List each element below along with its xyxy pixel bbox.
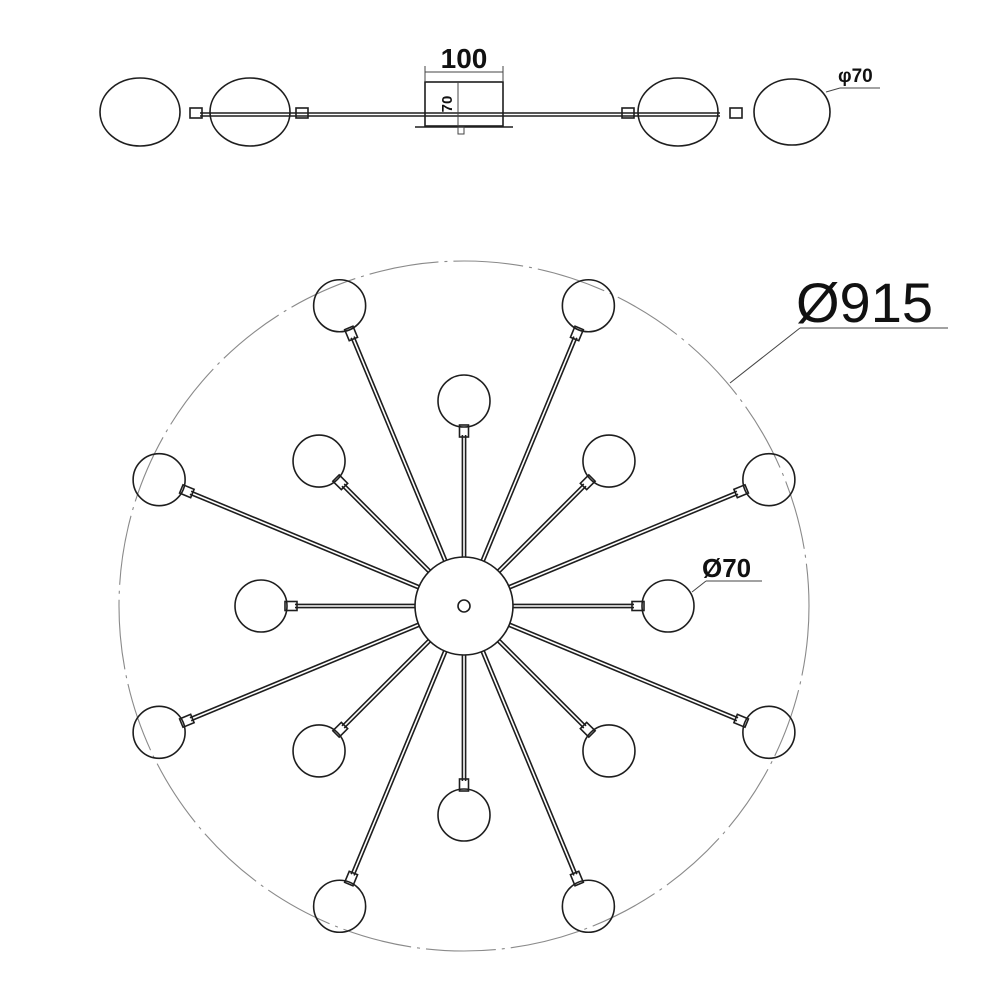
arm-rod-2-a — [483, 337, 578, 562]
globe-13 — [234, 579, 288, 633]
globe-5 — [641, 579, 695, 633]
top-globe-dimension-leader — [691, 580, 707, 593]
side-view-globe-1 — [99, 77, 181, 147]
globe-8 — [561, 879, 616, 934]
overall-diameter-circle — [118, 260, 810, 952]
arm-rod-10-b — [353, 651, 448, 876]
globe-11 — [292, 724, 346, 778]
top-view: Ø915 Ø70 — [118, 260, 948, 952]
arm-rod-7-a — [496, 641, 585, 729]
arm-rod-11-a — [341, 638, 429, 727]
globe-16 — [312, 278, 367, 333]
arm-rod-8-a — [480, 651, 575, 876]
globe-dimension-label: φ70 — [838, 66, 873, 87]
arm-socket-13 — [284, 600, 298, 612]
globe-7 — [582, 724, 636, 778]
arm-socket-6 — [732, 713, 750, 729]
arm-socket-9 — [458, 778, 470, 792]
side-view-globe-3 — [637, 77, 719, 147]
top-globe-dimension-label: Ø70 — [702, 553, 751, 583]
arm-socket-2 — [569, 325, 585, 342]
top-view-arms — [132, 278, 796, 934]
globe-dimension-leader — [825, 87, 841, 93]
arm-socket-3 — [579, 473, 597, 491]
arm-rod-2-b — [480, 336, 575, 561]
globe-14 — [132, 452, 186, 507]
globe-10 — [312, 879, 367, 934]
arm-rod-11-b — [343, 641, 432, 729]
arm-rod-6-b — [509, 622, 739, 719]
arm-socket-16 — [343, 325, 359, 342]
overall-diameter-leader — [729, 327, 801, 384]
globe-6 — [742, 705, 796, 760]
arm-socket-1 — [458, 424, 470, 438]
arm-rod-12-b — [190, 625, 420, 722]
arm-rod-3-b — [496, 483, 585, 571]
arm-rod-14-a — [190, 490, 420, 587]
arm-rod-15-a — [343, 483, 432, 571]
side-view-canopy — [424, 81, 504, 127]
arm-rod-8-b — [483, 650, 578, 875]
arm-socket-4 — [732, 483, 750, 499]
side-view-socket-3 — [621, 107, 635, 119]
arm-rod-16-a — [353, 336, 448, 561]
arm-rod-10-a — [350, 650, 445, 875]
arm-socket-14 — [178, 483, 196, 499]
globe-9 — [437, 788, 491, 842]
globe-1 — [437, 374, 491, 428]
arm-rod-6-a — [508, 625, 738, 722]
globe-15 — [292, 434, 346, 488]
globe-2 — [561, 278, 616, 333]
top-view-canopy-screw — [457, 599, 471, 613]
globe-3 — [582, 434, 636, 488]
arm-rod-16-b — [350, 337, 445, 562]
arm-rod-14-b — [189, 493, 419, 590]
top-view-canopy — [414, 556, 514, 656]
arm-rod-4-a — [509, 493, 739, 590]
arm-socket-5 — [631, 600, 645, 612]
arm-socket-12 — [178, 713, 196, 729]
height-dimension-label: 70 — [439, 96, 456, 113]
arm-rod-7-b — [499, 638, 587, 727]
arm-socket-15 — [331, 473, 349, 491]
arm-socket-10 — [343, 870, 359, 887]
globe-12 — [132, 705, 186, 760]
side-view-globe-4 — [753, 78, 831, 146]
arm-rod-4-b — [508, 490, 738, 587]
globe-4 — [742, 452, 796, 507]
arm-rod-12-a — [189, 622, 419, 719]
side-view-canopy-screw — [457, 126, 465, 135]
width-dimension-label: 100 — [441, 43, 488, 74]
overall-diameter-label: Ø915 — [796, 271, 933, 334]
side-view-globe-2 — [209, 77, 291, 147]
side-view-socket-1 — [189, 107, 203, 119]
arm-rod-3-a — [499, 485, 587, 574]
side-view-socket-2 — [295, 107, 309, 119]
arm-socket-11 — [331, 721, 349, 739]
side-view: 100 70 φ70 — [99, 43, 880, 147]
side-view-socket-4 — [729, 107, 743, 119]
arm-socket-7 — [579, 721, 597, 739]
arm-rod-15-b — [341, 485, 429, 574]
arm-socket-8 — [569, 870, 585, 887]
